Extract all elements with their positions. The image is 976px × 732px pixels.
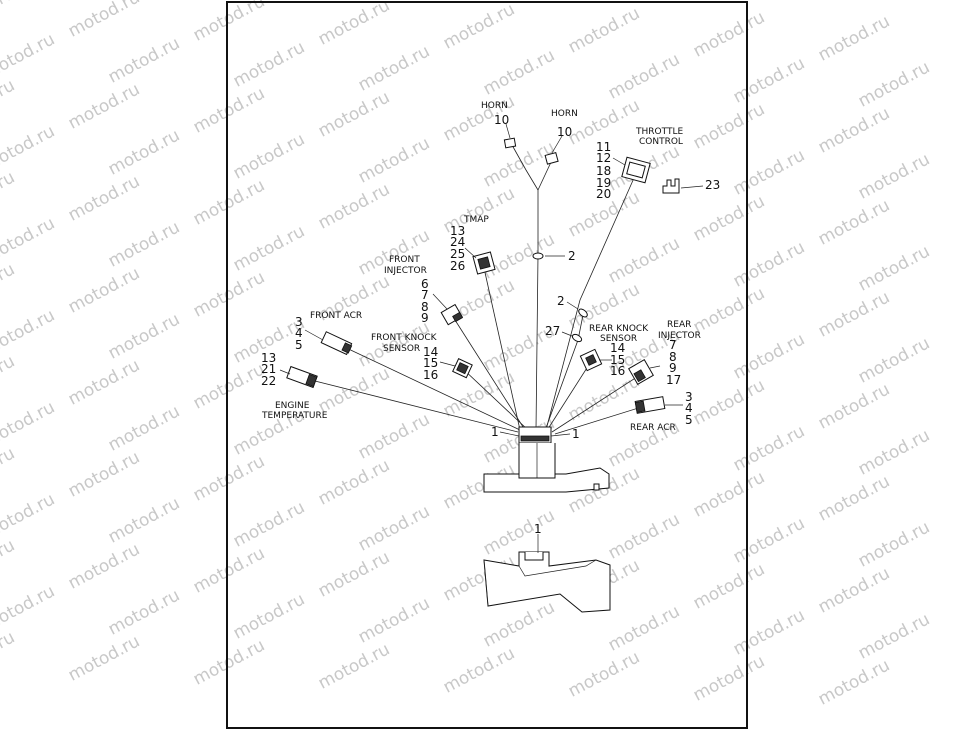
lower-view-bracket (483, 534, 611, 613)
throttle-control-connector (621, 156, 651, 184)
rear-injector-number-4: 17 (666, 373, 681, 387)
rear-knock-number-2: 15 (610, 353, 625, 367)
rear-knock-number-1: 14 (610, 341, 625, 355)
bracket-left-number: 1 (491, 425, 499, 439)
engine-temp-number-3: 22 (261, 374, 276, 388)
item27-number: 27 (545, 324, 560, 338)
clip-top (532, 252, 565, 260)
tmap-number-2: 24 (450, 235, 465, 249)
front-acr-number-3: 5 (295, 338, 303, 352)
front-injector-number-3: 8 (421, 300, 429, 314)
tmap-number-4: 26 (450, 259, 465, 273)
rear-injector-number-1: 7 (669, 338, 677, 352)
front-acr-connector (320, 331, 353, 356)
rear-acr-connector (634, 396, 666, 414)
rear-knock-number-3: 16 (610, 364, 625, 378)
rear-injector-number-3: 9 (669, 361, 677, 375)
horn-right-connector (544, 151, 559, 165)
front-injector-number-2: 7 (421, 288, 429, 302)
diagram-frame (226, 1, 748, 729)
front-knock-connector (452, 358, 473, 379)
rear-acr-label: REAR ACR (630, 423, 676, 433)
throttle-number-5: 20 (596, 187, 611, 201)
horn-left-connector (503, 137, 517, 149)
clip-mid (566, 301, 588, 318)
throttle-label-line1: THROTTLE (635, 127, 683, 137)
horn-left-label: HORN (481, 101, 508, 111)
engine-temp-number-2: 21 (261, 362, 276, 376)
front-knock-label-line2: SENSOR (383, 344, 420, 354)
rear-injector-connector (628, 359, 654, 385)
rear-knock-connector (579, 348, 603, 372)
engine-temp-label-line1: ENGINE (275, 401, 310, 411)
horn-left-number: 10 (494, 113, 509, 127)
front-injector-label-line2: INJECTOR (384, 266, 427, 276)
rear-injector-number-2: 8 (669, 350, 677, 364)
tmap-connector (472, 251, 496, 275)
item23-terminal (662, 178, 680, 194)
rear-knock-label-line1: REAR KNOCK (589, 324, 649, 334)
engine-temperature-connector (286, 365, 318, 389)
engine-temp-label-line2: TEMPERATURE (261, 411, 328, 421)
tmap-number-3: 25 (450, 247, 465, 261)
front-injector-connector (440, 303, 464, 326)
rear-acr-number-2: 4 (685, 401, 693, 415)
front-injector-number-1: 6 (421, 277, 429, 291)
front-acr-number-1: 3 (295, 315, 303, 329)
item23-number: 23 (705, 178, 720, 192)
front-knock-label-line1: FRONT KNOCK (371, 333, 438, 343)
throttle-number-2: 12 (596, 151, 611, 165)
throttle-number-3: 18 (596, 164, 611, 178)
horn-right-number: 10 (557, 125, 572, 139)
engine-temp-number-1: 13 (261, 351, 276, 365)
rear-injector-label-line1: REAR (667, 320, 691, 330)
front-knock-number-2: 15 (423, 356, 438, 370)
rear-knock-label-line2: SENSOR (600, 334, 637, 344)
front-injector-number-4: 9 (421, 311, 429, 325)
clip-mid-number: 2 (557, 294, 565, 308)
rear-acr-number-3: 5 (685, 413, 693, 427)
horn-right-label: HORN (551, 109, 578, 119)
throttle-label-line2: CONTROL (639, 137, 683, 147)
rear-acr-number-1: 3 (685, 390, 693, 404)
leader-lines (279, 123, 704, 406)
front-acr-number-2: 4 (295, 326, 303, 340)
tmap-label: TMAP (463, 215, 489, 225)
lower-view-number: 1 (534, 522, 542, 536)
front-knock-number-3: 16 (423, 368, 438, 382)
item27-clip (561, 331, 583, 343)
throttle-number-1: 11 (596, 140, 611, 154)
front-acr-label: FRONT ACR (310, 311, 362, 321)
clip-top-number: 2 (568, 249, 576, 263)
rear-injector-label-line2: INJECTOR (658, 331, 701, 341)
front-knock-number-1: 14 (423, 345, 438, 359)
throttle-number-4: 19 (596, 176, 611, 190)
bracket-right-number: 1 (572, 427, 580, 441)
tmap-number-1: 13 (450, 224, 465, 238)
front-injector-label-line1: FRONT (389, 255, 420, 265)
main-bracket-assembly (483, 426, 610, 493)
